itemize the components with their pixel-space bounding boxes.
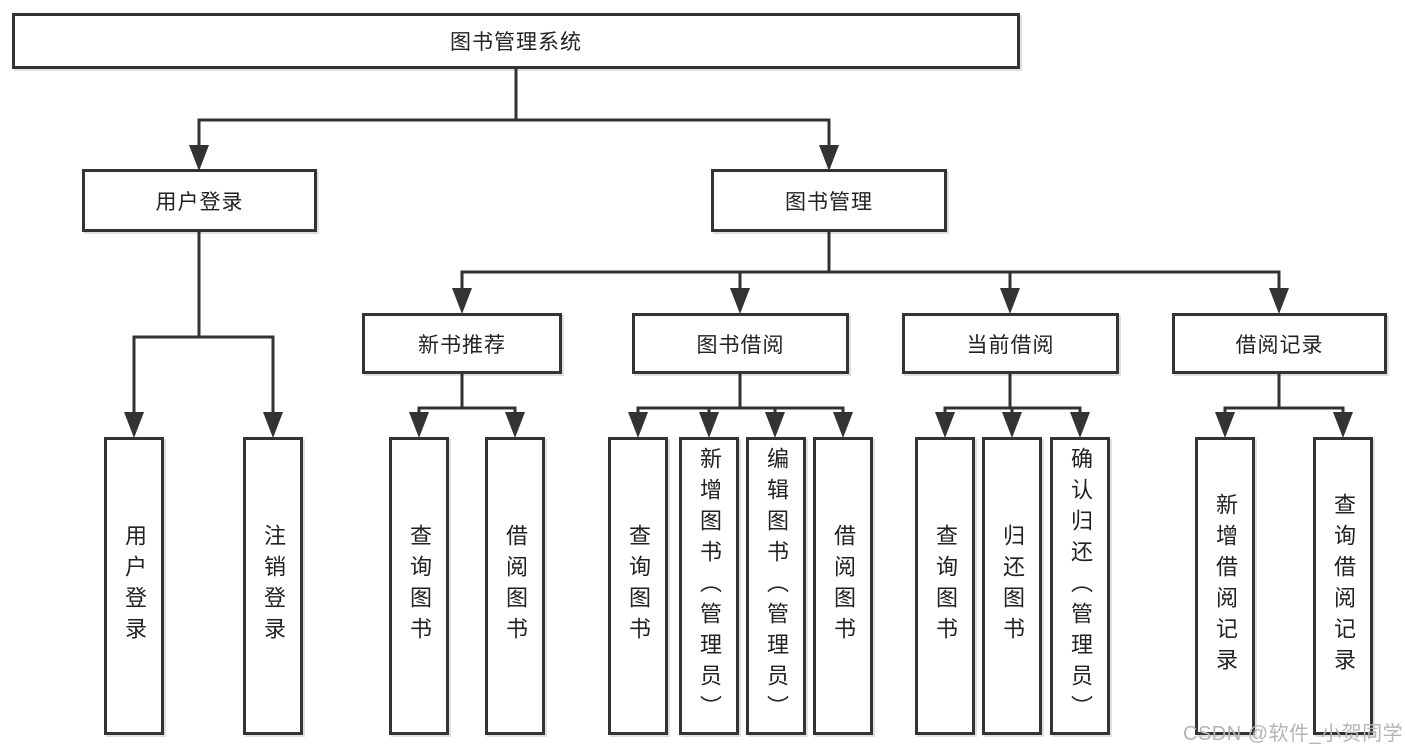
leaf-add-book-admin: 新增图书（管理员） [679,437,739,735]
leaf-edit-book-admin: 编辑图书（管理员） [746,437,806,735]
csdn-watermark: CSDN @软件_小贺同学 [1183,723,1404,745]
node-root-system: 图书管理系统 [12,13,1020,69]
leaf-add-borrow-record-label: 新增借阅记录 [1213,493,1238,679]
leaf-recommend-query-book: 查询图书 [389,437,449,735]
leaf-recommend-borrow-book-label: 借阅图书 [503,524,528,648]
node-book-management: 图书管理 [711,169,947,232]
node-current-borrowing-label: 当前借阅 [966,333,1055,357]
leaf-current-query-book-label: 查询图书 [933,524,958,648]
leaf-borrowing-borrow-book-label: 借阅图书 [831,524,856,648]
leaf-logout-label: 注销登录 [261,524,286,648]
leaf-query-borrow-record: 查询借阅记录 [1313,437,1373,735]
leaf-recommend-borrow-book: 借阅图书 [485,437,545,735]
leaf-add-book-admin-label: 新增图书（管理员） [697,446,722,726]
leaf-borrowing-query-book: 查询图书 [608,437,668,735]
leaf-borrowing-borrow-book: 借阅图书 [813,437,873,735]
node-borrow-records-label: 借阅记录 [1235,333,1324,357]
leaf-recommend-query-book-label: 查询图书 [407,524,432,648]
leaf-user-login: 用户登录 [104,437,164,735]
node-book-management-label: 图书管理 [785,190,873,214]
leaf-return-book: 归还图书 [982,437,1042,735]
leaf-current-query-book: 查询图书 [915,437,975,735]
leaf-confirm-return-admin-label: 确认归还（管理员） [1068,446,1093,726]
node-book-borrowing-label: 图书借阅 [696,333,785,357]
node-user-login-label: 用户登录 [155,190,244,214]
node-book-borrowing: 图书借阅 [632,313,849,374]
leaf-add-borrow-record: 新增借阅记录 [1195,437,1255,735]
leaf-query-borrow-record-label: 查询借阅记录 [1331,493,1356,679]
node-root-system-label: 图书管理系统 [450,31,582,54]
leaf-borrowing-query-book-label: 查询图书 [626,524,651,648]
leaf-return-book-label: 归还图书 [1000,524,1025,648]
leaf-logout: 注销登录 [243,437,303,735]
node-user-login: 用户登录 [82,169,317,232]
node-new-book-recommend: 新书推荐 [362,313,562,374]
leaf-confirm-return-admin: 确认归还（管理员） [1050,437,1110,735]
node-borrow-records: 借阅记录 [1172,313,1387,374]
leaf-user-login-label: 用户登录 [122,524,147,648]
leaf-edit-book-admin-label: 编辑图书（管理员） [764,446,789,726]
node-new-book-recommend-label: 新书推荐 [418,333,506,357]
node-current-borrowing: 当前借阅 [902,313,1119,374]
